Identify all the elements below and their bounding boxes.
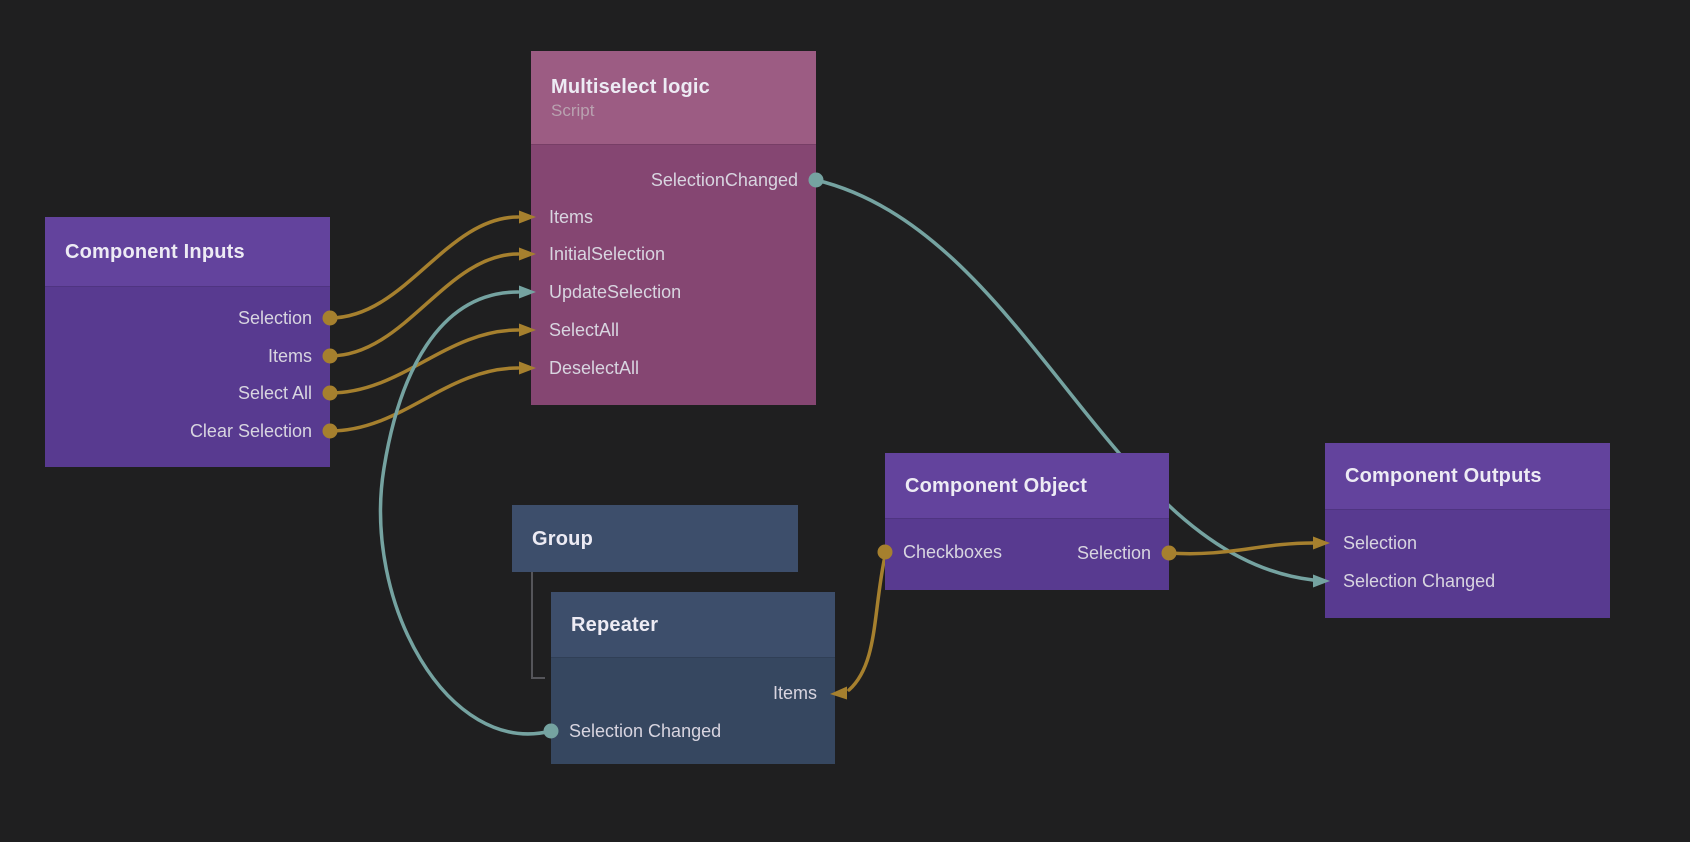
port-component-inputs-selection[interactable]: Selection xyxy=(237,308,312,328)
node-title: Group xyxy=(532,527,593,550)
port-repeater-selection-changed[interactable]: Selection Changed xyxy=(569,721,722,741)
node-header: Component Outputs xyxy=(1325,443,1610,509)
node-header: Group xyxy=(512,505,798,572)
port-component-inputs-items[interactable]: Items xyxy=(267,346,312,366)
node-header: Repeater xyxy=(551,592,835,657)
port-component-object-selection[interactable]: Selection xyxy=(1076,543,1151,563)
node-header: Component Object xyxy=(885,453,1169,518)
node-title: Repeater xyxy=(571,613,659,636)
node-subtitle: Script xyxy=(551,100,595,120)
node-group[interactable]: Group xyxy=(512,505,798,572)
node-body xyxy=(45,286,330,467)
port-multiselect-logic-initialselection[interactable]: InitialSelection xyxy=(549,244,666,264)
port-component-inputs-clear-selection[interactable]: Clear Selection xyxy=(189,421,312,441)
node-body xyxy=(1325,509,1610,618)
port-multiselect-logic-selectionchanged[interactable]: SelectionChanged xyxy=(650,170,798,190)
port-repeater-items[interactable]: Items xyxy=(772,683,817,703)
port-component-outputs-selection-changed[interactable]: Selection Changed xyxy=(1343,571,1496,591)
node-header: Component Inputs xyxy=(45,217,330,286)
port-multiselect-logic-deselectall[interactable]: DeselectAll xyxy=(549,358,640,378)
port-multiselect-logic-items[interactable]: Items xyxy=(549,207,594,227)
port-component-outputs-selection[interactable]: Selection xyxy=(1343,533,1418,553)
port-multiselect-logic-selectall[interactable]: SelectAll xyxy=(549,320,620,340)
node-body xyxy=(551,657,835,764)
port-component-inputs-select-all[interactable]: Select All xyxy=(237,383,312,403)
node-title: Component Outputs xyxy=(1345,465,1542,487)
node-title: Component Inputs xyxy=(65,240,245,263)
node-body xyxy=(531,144,816,405)
node-title: Multiselect logic xyxy=(551,75,710,98)
port-multiselect-logic-updateselection[interactable]: UpdateSelection xyxy=(549,282,682,302)
node-title: Component Object xyxy=(905,474,1088,497)
